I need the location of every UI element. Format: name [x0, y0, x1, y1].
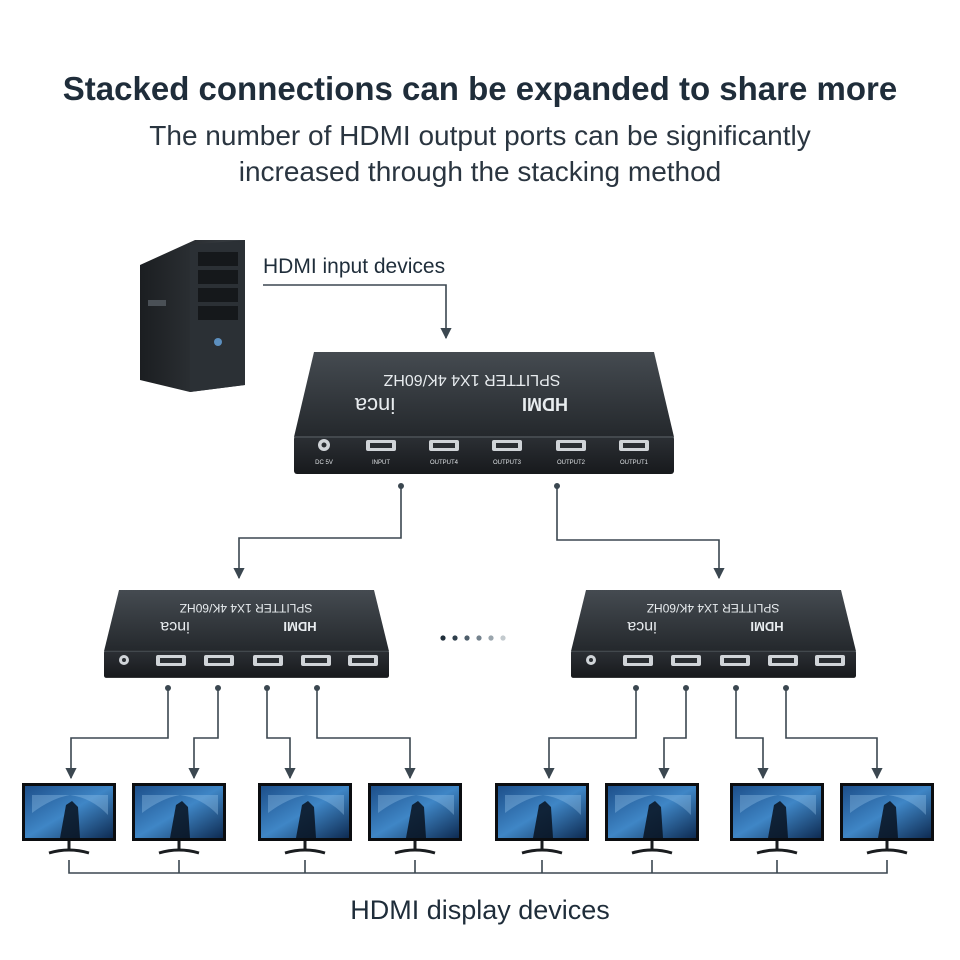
splitter-brand-top: inca: [354, 393, 395, 418]
more-splitters-dots: [440, 635, 506, 641]
monitor-icon: [256, 781, 354, 855]
splitter-brand-right: inca: [627, 618, 656, 635]
splitter-model-top: SPLITTER 1X4 4K/60HZ: [383, 371, 560, 388]
page-subtitle-line-1: The number of HDMI output ports can be s…: [149, 120, 811, 151]
output-arrow: [785, 688, 883, 780]
splitter-brand-left: inca: [160, 618, 189, 635]
splitter-logo-left: HDMI: [283, 619, 316, 634]
stack-arrow-right: [556, 486, 725, 580]
display-group-bracket: [68, 860, 888, 874]
monitor-icon: [366, 781, 464, 855]
pc-tower-icon: [140, 240, 245, 392]
page-subtitle-line-2: increased through the stacking method: [238, 156, 722, 187]
splitter-model-left: SPLITTER 1X4 4K/60HZ: [180, 601, 313, 615]
output-arrow: [658, 688, 687, 780]
splitter-ports-top: DC 5V INPUT OUTPUT4 OUTPUT3 OUTPUT2 OUTP…: [315, 439, 649, 466]
monitor-icon: [20, 781, 118, 855]
stack-arrow-left: [233, 486, 402, 580]
splitter-logo-right: HDMI: [750, 619, 783, 634]
output-arrow: [316, 688, 416, 780]
monitor-icon: [130, 781, 228, 855]
splitter-logo-top: HDMI: [522, 394, 568, 414]
monitor-icon: [493, 781, 591, 855]
port-label-dc: DC 5V: [315, 460, 333, 466]
monitor-icon: [603, 781, 701, 855]
monitor-icon: [838, 781, 936, 855]
output-arrow: [543, 688, 637, 780]
port-label-output2: OUTPUT2: [557, 460, 586, 466]
hdmi-splitter-icon: [293, 351, 675, 475]
input-devices-label: HDMI input devices: [263, 255, 446, 278]
port-label-input: INPUT: [372, 460, 390, 466]
page-title: Stacked connections can be expanded to s…: [62, 70, 898, 107]
port-label-output3: OUTPUT3: [493, 460, 522, 466]
display-devices-label: HDMI display devices: [350, 895, 610, 925]
splitter-model-right: SPLITTER 1X4 4K/60HZ: [647, 601, 780, 615]
monitor-icon: [728, 781, 826, 855]
splitter-ports-left: [119, 655, 378, 666]
output-arrow: [735, 688, 769, 780]
output-arrow: [65, 688, 169, 780]
port-label-output4: OUTPUT4: [430, 460, 459, 466]
port-label-output1: OUTPUT1: [620, 460, 649, 466]
input-arrow: [263, 284, 452, 340]
output-arrow: [266, 688, 296, 780]
splitter-ports-right: [586, 655, 845, 666]
output-arrow: [188, 688, 219, 780]
